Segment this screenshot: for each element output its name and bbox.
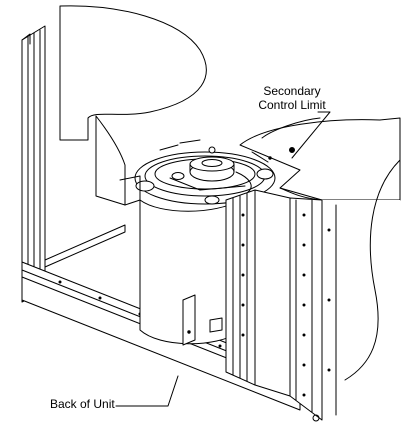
left-corner-post xyxy=(21,25,46,303)
back-wall xyxy=(59,5,207,206)
back-of-unit-label: Back of Unit xyxy=(50,397,115,411)
heater-cylinder xyxy=(139,199,241,346)
callout-leaders xyxy=(115,111,331,407)
secondary-label-line2: Control Limit xyxy=(258,98,326,112)
secondary-limit-leader xyxy=(291,111,331,159)
back-of-unit-leader xyxy=(115,375,179,407)
right-curved-panel xyxy=(321,159,401,437)
secondary-label-line1: Secondary xyxy=(263,84,321,98)
right-housing xyxy=(239,117,401,201)
control-ring xyxy=(119,139,276,206)
right-side-panel xyxy=(254,189,323,422)
secondary-control-limit-label: Secondary Control Limit xyxy=(238,84,346,112)
center-post xyxy=(225,189,256,386)
